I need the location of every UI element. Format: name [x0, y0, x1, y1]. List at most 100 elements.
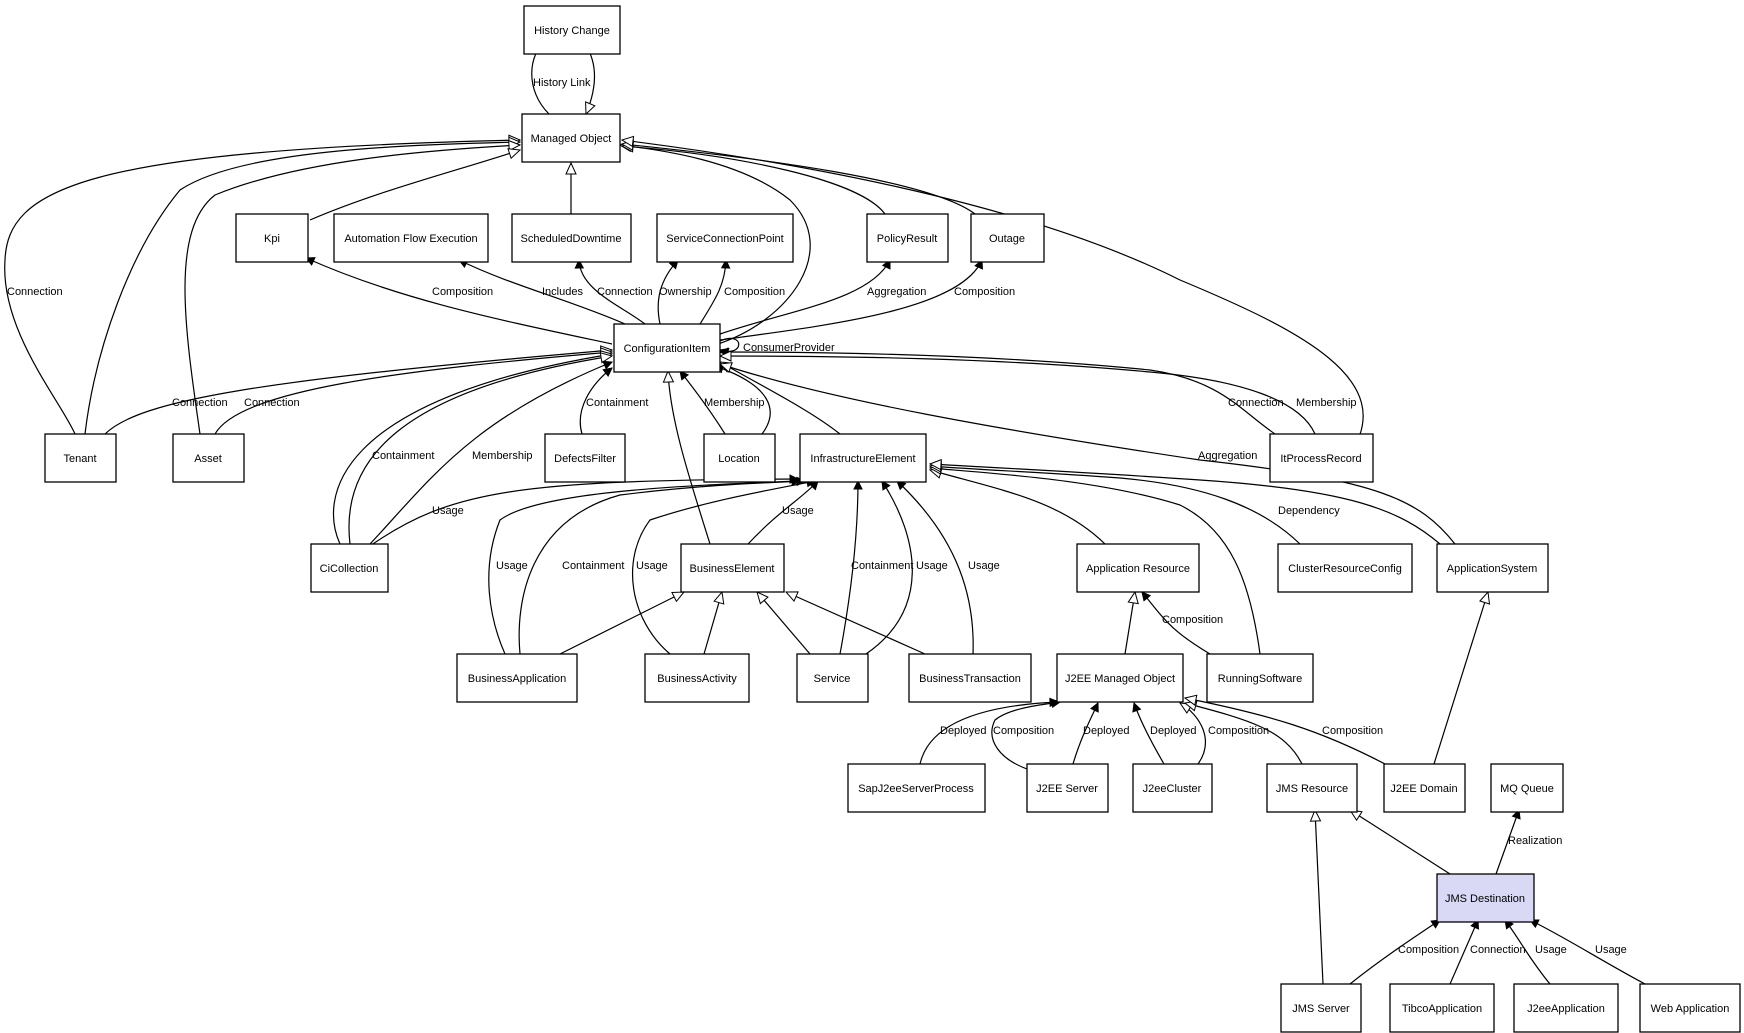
node-j2ee-domain[interactable]: J2EE Domain [1383, 763, 1466, 813]
edge-tenant-managed-object [4, 134, 522, 435]
node-label: BusinessTransaction [919, 673, 1021, 685]
node-ci-collection[interactable]: CiCollection [310, 543, 389, 593]
node-business-application[interactable]: BusinessApplication [456, 653, 578, 703]
node-mq-queue[interactable]: MQ Queue [1490, 763, 1564, 813]
node-j2ee-server[interactable]: J2EE Server [1026, 763, 1109, 813]
node-label: ClusterResourceConfig [1288, 563, 1402, 575]
edge-jmss-jmsd [1349, 920, 1440, 985]
label-ci-scp-ownership: Ownership [659, 286, 712, 298]
node-label: TibcoApplication [1402, 1003, 1482, 1015]
node-application-system[interactable]: ApplicationSystem [1436, 543, 1549, 593]
edge-cicol-ci-2 [348, 352, 614, 545]
node-label: Asset [194, 453, 222, 465]
node-kpi[interactable]: Kpi [235, 213, 309, 263]
edge-asset-managed-object [184, 139, 522, 435]
label-history-link: History Link [533, 77, 591, 89]
node-jms-server[interactable]: JMS Server [1280, 983, 1362, 1033]
edge-tenant-managed-object-2 [84, 136, 522, 435]
edge-ba-ie-containment [518, 481, 805, 655]
edge-jmsd-jmsr [1348, 809, 1451, 875]
label-ci-outage: Composition [954, 286, 1015, 298]
node-running-software[interactable]: RunningSoftware [1206, 653, 1314, 703]
label-ci-scp-composition: Composition [724, 286, 785, 298]
edge-ba-ie-usage [488, 481, 800, 655]
edge-j2eed-appsys [1433, 590, 1491, 765]
node-label: Managed Object [531, 133, 612, 145]
edge-ci-scp-2 [699, 260, 726, 325]
node-label: J2EE Domain [1390, 783, 1457, 795]
edge-webapp-jmsd [1530, 919, 1646, 985]
node-managed-object[interactable]: Managed Object [521, 113, 621, 163]
label-ci-kpi: Composition [432, 286, 493, 298]
node-outage[interactable]: Outage [970, 213, 1045, 263]
edge-ci-afe [459, 260, 626, 325]
label-j2ees-j2ee-comp: Composition [993, 725, 1054, 737]
node-web-application[interactable]: Web Application [1639, 983, 1741, 1033]
edge-bt-be [784, 591, 926, 655]
node-label: InfrastructureElement [810, 453, 915, 465]
node-j2ee-cluster[interactable]: J2eeCluster [1132, 763, 1213, 813]
node-history-change[interactable]: History Change [523, 5, 621, 55]
label-svc-ie-usage: Usage [916, 560, 948, 572]
node-sap-j2ee-server-process[interactable]: SapJ2eeServerProcess [847, 763, 986, 813]
node-scheduled-downtime[interactable]: ScheduledDowntime [511, 213, 632, 263]
label-j2eed-j2ee: Composition [1322, 725, 1383, 737]
node-label: JMS Resource [1276, 783, 1348, 795]
node-automation-flow-execution[interactable]: Automation Flow Execution [333, 213, 489, 263]
edge-ar-ie [928, 467, 1106, 545]
node-label: Tenant [63, 453, 96, 465]
edge-ci-sd [579, 260, 646, 325]
edge-ipr-ci-2 [718, 350, 1316, 435]
node-infrastructure-element[interactable]: InfrastructureElement [799, 433, 927, 483]
node-label: PolicyResult [877, 233, 938, 245]
edge-j2eed-j2ee [1183, 694, 1386, 765]
label-bt-ie: Usage [968, 560, 1000, 572]
node-it-process-record[interactable]: ItProcessRecord [1269, 433, 1374, 483]
node-label: DefectsFilter [554, 453, 616, 465]
node-business-transaction[interactable]: BusinessTransaction [908, 653, 1032, 703]
edge-svc-ie-containment [839, 481, 858, 655]
edge-ci-outage [719, 260, 982, 341]
edge-jmsr-j2ee [1183, 700, 1303, 765]
node-policy-result[interactable]: PolicyResult [866, 213, 949, 263]
node-label: Service [814, 673, 851, 685]
node-tibco-application[interactable]: TibcoApplication [1389, 983, 1495, 1033]
node-cluster-resource-config[interactable]: ClusterResourceConfig [1277, 543, 1413, 593]
edge-bt-ie [897, 481, 974, 655]
node-label: JMS Server [1292, 1003, 1350, 1015]
node-label: ConfigurationItem [624, 343, 711, 355]
label-loc-ci: Membership [704, 397, 765, 409]
label-webapp-jmsd: Usage [1595, 944, 1627, 956]
node-jms-resource[interactable]: JMS Resource [1266, 763, 1358, 813]
node-label: JMS Destination [1445, 893, 1525, 905]
node-label: History Change [534, 25, 610, 37]
edge-jmsd-mq [1495, 810, 1519, 875]
node-j2ee-application[interactable]: J2eeApplication [1513, 983, 1619, 1033]
edge-ipr-ci-1 [720, 352, 1276, 435]
edge-j2ees-j2ee-comp [991, 702, 1060, 771]
node-service[interactable]: Service [796, 653, 869, 703]
node-service-connection-point[interactable]: ServiceConnectionPoint [656, 213, 794, 263]
label-cicol-ci-membership: Membership [472, 450, 533, 462]
label-ipr-ci-membership: Membership [1296, 397, 1357, 409]
node-label: Automation Flow Execution [344, 233, 477, 245]
label-ba-ie-usage: Usage [496, 560, 528, 572]
node-location[interactable]: Location [703, 433, 776, 483]
node-asset[interactable]: Asset [172, 433, 245, 483]
label-df-ci: Containment [586, 397, 648, 409]
node-label: Kpi [264, 233, 280, 245]
edge-sap-j2ee [919, 702, 1058, 765]
label-tenant-managed-object: Connection [7, 286, 63, 298]
node-business-activity[interactable]: BusinessActivity [644, 653, 750, 703]
label-asset-ci: Connection [244, 397, 300, 409]
node-j2ee-managed-object[interactable]: J2EE Managed Object [1056, 653, 1184, 703]
node-business-element[interactable]: BusinessElement [680, 543, 785, 593]
edge-ci-scp-1 [657, 260, 678, 325]
node-tenant[interactable]: Tenant [44, 433, 117, 483]
node-jms-destination[interactable]: JMS Destination [1436, 873, 1535, 923]
node-application-resource[interactable]: Application Resource [1076, 543, 1200, 593]
node-configuration-item[interactable]: ConfigurationItem [613, 323, 721, 373]
node-defects-filter[interactable]: DefectsFilter [544, 433, 626, 483]
node-label: Outage [989, 233, 1025, 245]
